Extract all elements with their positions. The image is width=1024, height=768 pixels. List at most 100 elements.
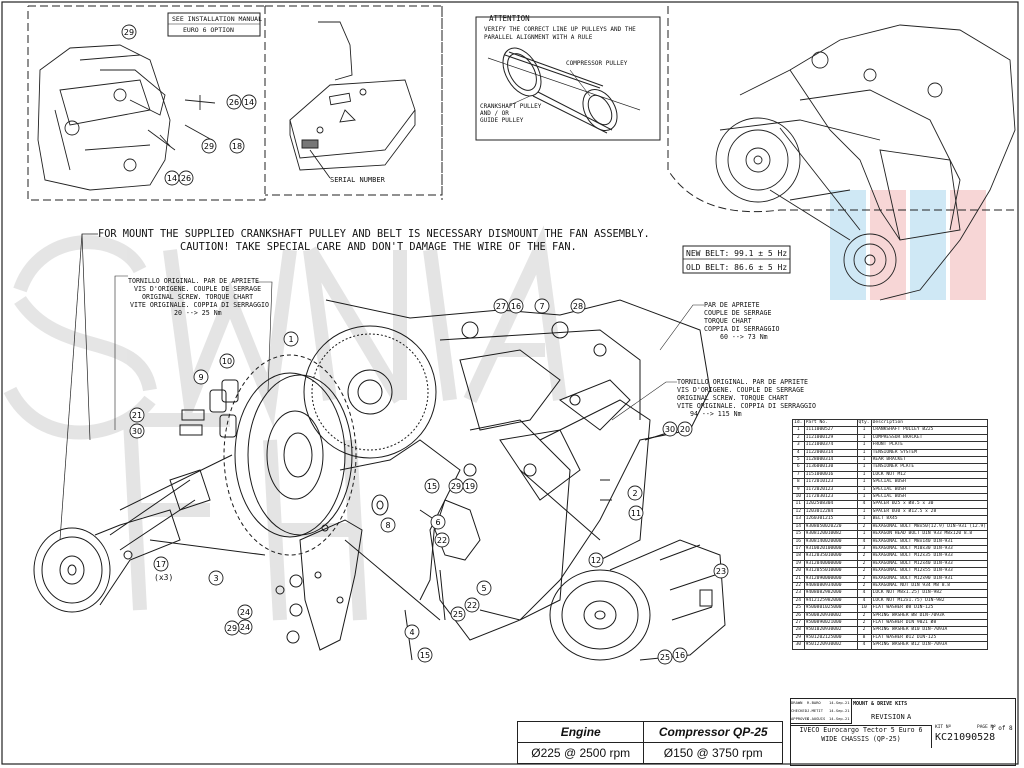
- crankshaft-pulley-label2: AND / OR: [480, 110, 509, 117]
- svg-text:20 --> 25 Nm: 20 --> 25 Nm: [174, 309, 222, 317]
- exploded-assembly: [33, 299, 726, 661]
- svg-text:4: 4: [409, 628, 414, 637]
- svg-text:17: 17: [156, 560, 166, 569]
- callout-28: 28: [570, 298, 586, 314]
- install-manual-text: SEE INSTALLATION MANUAL: [172, 15, 262, 23]
- svg-text:VIS D'ORIGENE. COUPLE DE SERRA: VIS D'ORIGENE. COUPLE DE SERRAGE: [677, 386, 804, 394]
- svg-text:11: 11: [631, 509, 641, 518]
- svg-text:COPPIA DI SERRAGGIO: COPPIA DI SERRAGGIO: [704, 325, 779, 333]
- svg-text:30: 30: [132, 427, 142, 436]
- checked-date: 14-Sep-21: [829, 708, 850, 713]
- drawn-by: R.BARO: [807, 700, 821, 705]
- svg-text:15: 15: [420, 651, 430, 660]
- callout-25: 25: [657, 649, 673, 665]
- callout-30: 30: [662, 421, 678, 437]
- callout-12: 12: [588, 552, 604, 568]
- callout-24: 24: [237, 619, 253, 635]
- approved-date: 14-Sep-21: [829, 716, 850, 721]
- revision-label: REVISION: [871, 713, 905, 721]
- serial-number-label: SERIAL NUMBER: [330, 176, 386, 184]
- callout-11: 11: [628, 505, 644, 521]
- drawing-title-1: IVECO Eurocargo Tector 5 Euro 6: [799, 726, 923, 734]
- svg-text:94 --> 115 Nm: 94 --> 115 Nm: [690, 410, 742, 418]
- detail-box-left: [27, 5, 266, 201]
- kit-number: KC21090528: [935, 732, 996, 743]
- svg-text:22: 22: [437, 536, 447, 545]
- callout-14: 14: [164, 170, 180, 186]
- drawn-date: 14-Sep-21: [829, 700, 850, 705]
- fan-dismount-note: FOR MOUNT THE SUPPLIED CRANKSHAFT PULLEY…: [98, 228, 650, 240]
- callout-26: 26: [226, 94, 242, 110]
- torque-note-left: TORNILLO ORIGINAL. PAR DE APRIETE VIS D'…: [128, 277, 269, 317]
- crankshaft-pulley-label1: CRANKSHAFT PULLEY: [480, 103, 542, 110]
- callout-7: 7: [534, 298, 550, 314]
- crankshaft-pulley-label3: GUIDE PULLEY: [480, 117, 524, 124]
- drawn-label: DRAWN: [791, 700, 803, 705]
- approved-label: APPROVED: [791, 716, 810, 721]
- revision-value: A: [907, 713, 912, 721]
- callout-29: 29: [224, 620, 240, 636]
- callout-5: 5: [476, 580, 492, 596]
- svg-text:29: 29: [227, 624, 237, 633]
- svg-text:28: 28: [573, 302, 583, 311]
- callout-3: 3: [208, 570, 224, 586]
- attention-line1: VERIFY THE CORRECT LINE UP PULLEYS AND T…: [484, 26, 636, 33]
- callout-15: 15: [417, 647, 433, 663]
- svg-text:5: 5: [481, 584, 486, 593]
- approved-by: C.AUGUIS: [807, 716, 826, 721]
- svg-text:3: 3: [213, 574, 218, 583]
- callout-23: 23: [713, 563, 729, 579]
- callout-30: 30: [129, 423, 145, 439]
- belt-frequency-box: [682, 245, 791, 274]
- callout-15: 15: [424, 478, 440, 494]
- checked-by: J.METIT: [807, 708, 824, 713]
- callout-16: 16: [672, 647, 688, 663]
- svg-text:VITE ORIGINALE. COPPIA DI SERR: VITE ORIGINALE. COPPIA DI SERRAGGIO: [130, 301, 269, 309]
- svg-text:15: 15: [427, 482, 437, 491]
- callout-16: 16: [508, 298, 524, 314]
- detail-box-right: [667, 6, 1015, 213]
- callout-18: 18: [229, 138, 245, 154]
- callout-29: 29: [448, 478, 464, 494]
- svg-text:20: 20: [680, 425, 690, 434]
- svg-text:8: 8: [385, 521, 390, 530]
- svg-text:29: 29: [124, 28, 134, 37]
- svg-text:26: 26: [181, 174, 191, 183]
- svg-text:VITE ORIGINALE. COPPIA DI SERR: VITE ORIGINALE. COPPIA DI SERRAGGIO: [677, 402, 816, 410]
- attention-title: ATTENTION: [489, 14, 530, 23]
- svg-text:16: 16: [675, 651, 685, 660]
- svg-text:16: 16: [511, 302, 521, 311]
- callout-20: 20: [677, 421, 693, 437]
- svg-text:TORNILLO ORIGINAL. PAR DE APRI: TORNILLO ORIGINAL. PAR DE APRIETE: [677, 378, 808, 386]
- svg-text:24: 24: [240, 608, 250, 617]
- compressor-header: Compressor QP-25: [643, 721, 783, 743]
- attention-line2: PARALLEL ALIGNMENT WITH A RULE: [484, 34, 593, 41]
- svg-text:1: 1: [288, 335, 293, 344]
- bracket-plate-sketch: [289, 21, 416, 179]
- euro6-text: EURO 6 OPTION: [183, 26, 234, 34]
- svg-text:VIS D'ORIGENE. COUPLE DE SERRA: VIS D'ORIGENE. COUPLE DE SERRAGE: [134, 285, 261, 293]
- callout-29: 29: [201, 138, 217, 154]
- callout-27: 27: [493, 298, 509, 314]
- watermark: [3, 225, 567, 621]
- colored-mark: [830, 190, 986, 300]
- svg-text:9: 9: [198, 373, 203, 382]
- svg-text:COUPLE DE SERRAGE: COUPLE DE SERRAGE: [704, 309, 772, 317]
- page-number: 7 of 8: [991, 725, 1013, 732]
- svg-text:12: 12: [591, 556, 601, 565]
- svg-text:ORIGINAL SCREW. TORQUE CHART: ORIGINAL SCREW. TORQUE CHART: [142, 293, 253, 301]
- svg-text:TORNILLO ORIGINAL. PAR DE APRI: TORNILLO ORIGINAL. PAR DE APRIETE: [128, 277, 259, 285]
